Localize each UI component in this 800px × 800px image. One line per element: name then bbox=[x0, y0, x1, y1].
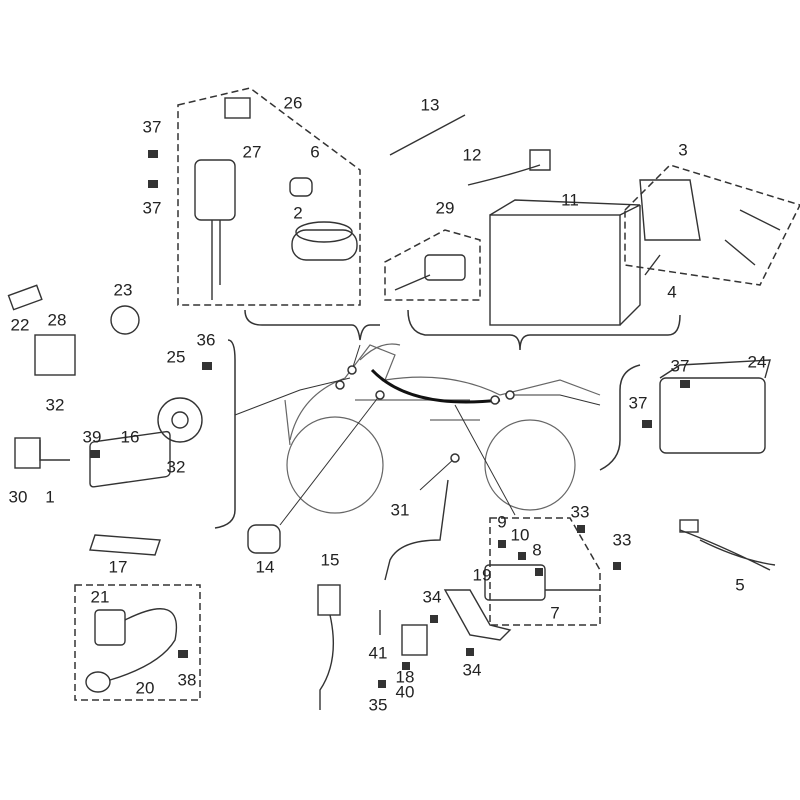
part-label: 10 bbox=[510, 525, 530, 545]
part-label: 31 bbox=[390, 500, 410, 520]
part-label: 6 bbox=[310, 142, 320, 162]
part-label: 28 bbox=[47, 310, 67, 330]
leader-lines bbox=[234, 344, 601, 526]
part-label: 34 bbox=[462, 660, 482, 680]
small-fasteners bbox=[90, 150, 690, 688]
part-label: 21 bbox=[90, 587, 110, 607]
part-label: 19 bbox=[472, 565, 492, 585]
part-label: 18 bbox=[395, 667, 415, 687]
cdi-group-box bbox=[489, 517, 601, 626]
part-label: 32 bbox=[166, 457, 186, 477]
part-label: 33 bbox=[570, 502, 590, 522]
part-label: 39 bbox=[82, 427, 102, 447]
relay-group-box bbox=[384, 229, 481, 301]
cable-13 bbox=[389, 114, 466, 156]
part-label: 2 bbox=[293, 203, 303, 223]
control-module bbox=[89, 430, 171, 488]
part-label: 1 bbox=[45, 487, 55, 507]
atv-outline bbox=[284, 343, 601, 514]
left-bracket bbox=[214, 339, 236, 529]
cdi-unit bbox=[34, 334, 76, 376]
part-label: 13 bbox=[420, 95, 440, 115]
part-label: 23 bbox=[113, 280, 133, 300]
wire-harness-5 bbox=[679, 529, 776, 571]
part-label: 24 bbox=[747, 352, 767, 372]
regulator bbox=[659, 377, 766, 454]
part-label: 30 bbox=[8, 487, 28, 507]
sensor-18 bbox=[401, 624, 428, 656]
part-label: 37 bbox=[142, 117, 162, 137]
bracket-17 bbox=[89, 534, 161, 556]
sensor-31 bbox=[384, 479, 449, 581]
part-label: 36 bbox=[196, 330, 216, 350]
battery bbox=[489, 214, 621, 326]
part-label: 27 bbox=[242, 142, 262, 162]
cable-12 bbox=[467, 149, 551, 186]
part-label: 22 bbox=[10, 315, 30, 335]
ignition-bracket bbox=[244, 309, 380, 341]
connection-points bbox=[335, 365, 515, 463]
part-label: 38 bbox=[177, 670, 197, 690]
part-label: 37 bbox=[142, 198, 162, 218]
battery-tools-box bbox=[624, 164, 800, 286]
part-label: 11 bbox=[561, 190, 579, 210]
ignition-switch bbox=[194, 159, 236, 221]
part-label: 37 bbox=[670, 356, 690, 376]
part-label: 34 bbox=[422, 587, 442, 607]
relay bbox=[424, 254, 466, 281]
part-label: 9 bbox=[497, 512, 507, 532]
part-label: 8 bbox=[532, 540, 542, 560]
part-label: 16 bbox=[120, 427, 140, 447]
part-label: 35 bbox=[368, 695, 388, 715]
part-label: 4 bbox=[667, 282, 677, 302]
ignition-coil-21 bbox=[94, 609, 126, 646]
coil-7 bbox=[484, 564, 546, 601]
starter-relay-14 bbox=[247, 524, 281, 554]
part-label: 41 bbox=[368, 643, 388, 663]
part-label: 37 bbox=[628, 393, 648, 413]
part-label: 12 bbox=[462, 145, 482, 165]
coil-group-box bbox=[74, 584, 201, 701]
bracket-30 bbox=[14, 437, 41, 469]
horn bbox=[157, 397, 203, 443]
part-label: 14 bbox=[255, 557, 275, 577]
part-label: 40 bbox=[395, 682, 415, 702]
fuel-cap bbox=[291, 229, 358, 261]
part-label: 17 bbox=[108, 557, 128, 577]
bracket-19 bbox=[443, 589, 512, 641]
part-label: 15 bbox=[320, 550, 340, 570]
part-label: 5 bbox=[735, 575, 745, 595]
battery-bracket bbox=[407, 309, 681, 351]
sensor-15 bbox=[317, 584, 341, 616]
part-label: 32 bbox=[45, 395, 65, 415]
parts bbox=[7, 97, 781, 710]
flasher bbox=[110, 305, 140, 335]
group-boxes bbox=[74, 87, 800, 701]
part-label: 26 bbox=[283, 93, 303, 113]
tool-bag bbox=[639, 179, 701, 241]
part-label: 29 bbox=[435, 198, 455, 218]
part-label: 25 bbox=[166, 347, 186, 367]
part-label: 33 bbox=[612, 530, 632, 550]
part-label: 7 bbox=[550, 603, 560, 623]
right-bracket bbox=[599, 364, 641, 471]
part-label: 3 bbox=[678, 140, 688, 160]
part-label: 20 bbox=[135, 678, 155, 698]
ignition-group-box bbox=[177, 87, 361, 306]
